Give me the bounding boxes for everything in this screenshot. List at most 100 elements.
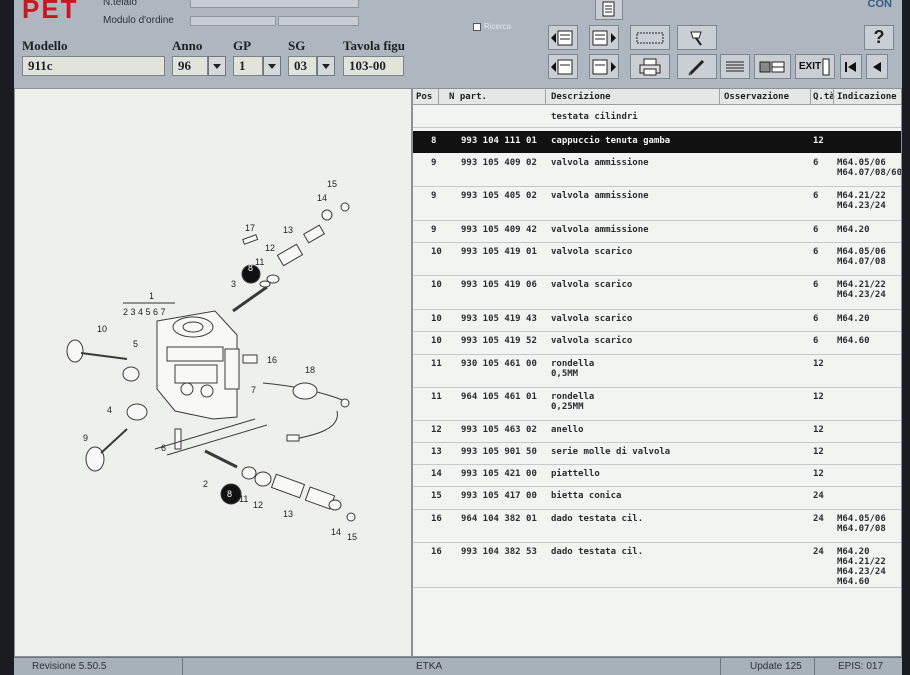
- part-number-cell: 993 105 463 02: [461, 425, 537, 435]
- prev-page-icon[interactable]: [548, 25, 578, 50]
- quantity-cell: 6: [813, 336, 819, 346]
- col-oss[interactable]: Osservazione: [724, 92, 790, 102]
- description-cell: valvola scarico: [551, 247, 633, 257]
- anno-field[interactable]: 96: [172, 56, 208, 76]
- part-number-cell: 993 105 417 00: [461, 491, 537, 501]
- part-number-cell: 993 105 901 50: [461, 447, 537, 457]
- callout-8-lower: 8: [227, 489, 232, 499]
- col-pos[interactable]: Pos: [416, 92, 433, 102]
- col-qty[interactable]: Q.tà: [813, 92, 835, 102]
- description-cell: valvola scarico: [551, 314, 633, 324]
- anno-dropdown[interactable]: [208, 56, 226, 76]
- telaio-field[interactable]: [190, 0, 359, 8]
- callout-5: 5: [133, 339, 138, 349]
- quantity-cell: 12: [813, 136, 824, 146]
- description-cell: rondella 0,25MM: [551, 392, 595, 412]
- sg-field[interactable]: 03: [288, 56, 317, 76]
- part-number-cell: 993 105 405 02: [461, 191, 537, 201]
- header-bar: PET N.telaio Modulo d'ordine CON Modello…: [14, 0, 902, 88]
- description-cell: valvola ammissione: [551, 191, 649, 201]
- col-part[interactable]: N part.: [449, 92, 487, 102]
- description-cell: piattello: [551, 469, 600, 479]
- part-number-cell: 993 105 419 06: [461, 280, 537, 290]
- table-icon[interactable]: [720, 54, 750, 79]
- indication-cell: M64.21/22 M64.23/24: [837, 191, 886, 211]
- document-icon[interactable]: [595, 0, 623, 20]
- sg-dropdown[interactable]: [317, 56, 335, 76]
- gp-field[interactable]: 1: [233, 56, 263, 76]
- modello-field[interactable]: 911c: [22, 56, 165, 76]
- exit-button[interactable]: EXIT: [795, 54, 835, 79]
- con-logo: CON: [867, 0, 892, 10]
- revision-text: Revisione 5.50.5: [32, 661, 107, 672]
- section-title: testata cilindri: [551, 112, 638, 122]
- col-desc[interactable]: Descrizione: [551, 92, 611, 102]
- quantity-cell: 6: [813, 280, 819, 290]
- grid-icon[interactable]: [754, 54, 791, 79]
- quantity-cell: 6: [813, 314, 819, 324]
- pos-cell: 14: [431, 469, 442, 479]
- help-icon[interactable]: ?: [864, 25, 894, 50]
- printer-icon[interactable]: [630, 54, 670, 79]
- pos-cell: 9: [431, 225, 437, 235]
- upper-valve-train-drawing: [232, 202, 350, 313]
- anno-label: Anno: [172, 38, 203, 53]
- callout-15-upper: 15: [327, 179, 337, 189]
- modulo-field-2[interactable]: [278, 16, 359, 26]
- modello-label: Modello: [22, 38, 68, 53]
- pos-cell: 10: [431, 314, 442, 324]
- ricerca-checkbox[interactable]: [473, 23, 481, 31]
- list-doc-icon[interactable]: [589, 54, 619, 79]
- col-ind[interactable]: Indicazione: [837, 92, 897, 102]
- list-next-icon[interactable]: [589, 25, 619, 50]
- app-name: ETKA: [416, 661, 443, 672]
- description-cell: valvola ammissione: [551, 158, 649, 168]
- prev-icon[interactable]: [866, 54, 888, 79]
- gp-dropdown[interactable]: [263, 56, 281, 76]
- table-header: Pos N part. Descrizione Osservazione Q.t…: [413, 89, 901, 105]
- exploded-view-panel: 1 2 3 4 5 6 7 10 5 4 9 6 2 8 11 12 13 14…: [14, 88, 412, 657]
- quantity-cell: 24: [813, 514, 824, 524]
- callout-6: 6: [161, 443, 166, 453]
- first-icon[interactable]: [840, 54, 862, 79]
- callout-14-lower: 14: [331, 527, 341, 537]
- prev-doc-icon[interactable]: [548, 54, 578, 79]
- pos-cell: 9: [431, 158, 437, 168]
- callout-11-lower: 11: [239, 494, 248, 504]
- pos-cell: 10: [431, 280, 442, 290]
- modulo-field-1[interactable]: [190, 16, 276, 26]
- pos-cell: 13: [431, 447, 442, 457]
- frame-icon[interactable]: [630, 25, 670, 50]
- callout-12-upper: 12: [265, 243, 275, 253]
- pin-icon[interactable]: [677, 25, 717, 50]
- description-cell: anello: [551, 425, 584, 435]
- pos-cell: 10: [431, 247, 442, 257]
- tavola-label: Tavola figu: [343, 38, 406, 53]
- indication-cell: M64.05/06 M64.07/08: [837, 247, 886, 267]
- ricerca-label: Ricerca: [484, 22, 512, 31]
- pos-cell: 16: [431, 514, 442, 524]
- part-number-cell: 993 105 419 43: [461, 314, 537, 324]
- exploded-diagram: 1 2 3 4 5 6 7 10 5 4 9 6 2 8 11 12 13 14…: [66, 179, 357, 542]
- pencil-icon[interactable]: [677, 54, 717, 79]
- pos-cell: 11: [431, 392, 442, 402]
- tavola-field[interactable]: 103-00: [343, 56, 404, 76]
- quantity-cell: 12: [813, 425, 824, 435]
